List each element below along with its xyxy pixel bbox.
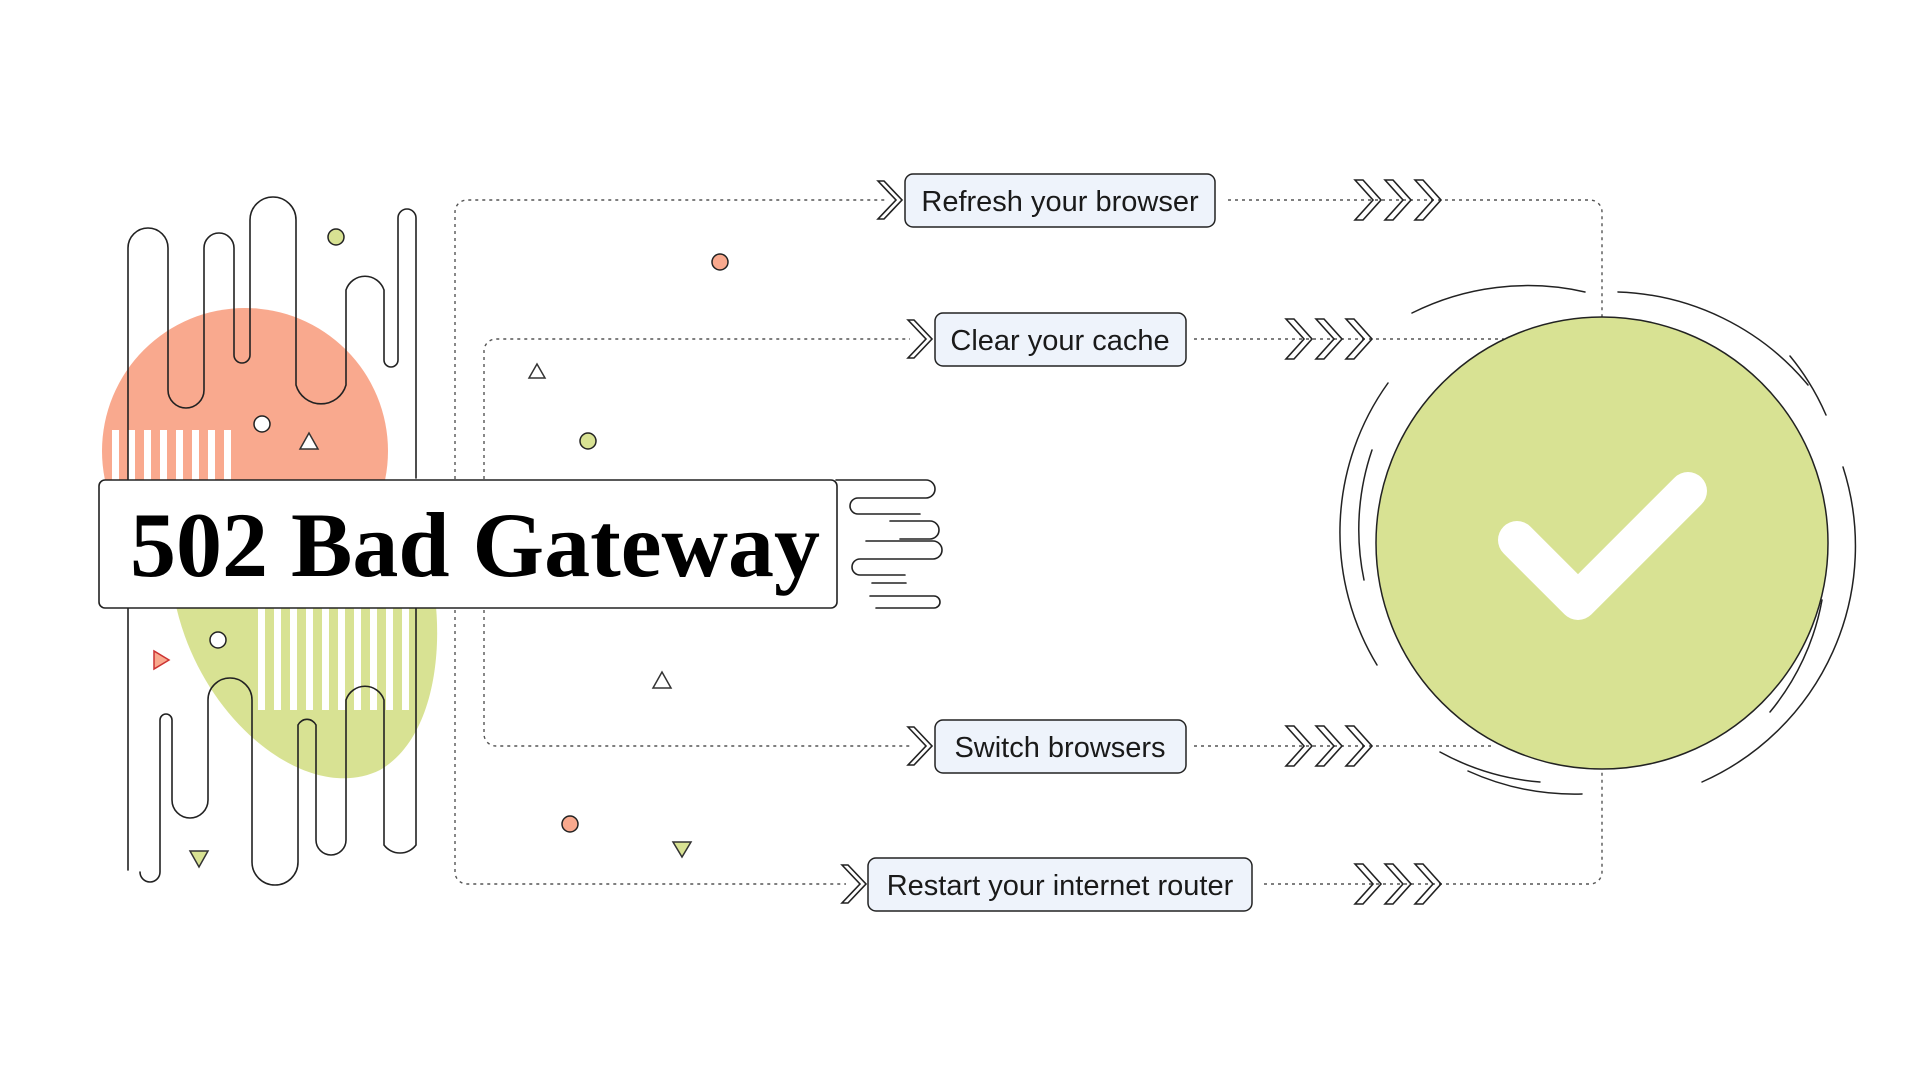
dot-white: [253, 415, 271, 433]
decorative-particles: [153, 228, 729, 869]
triangle-outline: [651, 670, 673, 689]
checkmark-icon: [1498, 472, 1707, 620]
flow-connectors: [454, 199, 1603, 885]
triple-chevron-icons: [1284, 179, 1443, 905]
step-refresh-browser: Refresh your browser: [904, 173, 1216, 228]
title-box: [98, 479, 838, 609]
chevron-right-icon: [1353, 863, 1443, 905]
dot-white: [209, 631, 227, 649]
step-restart-router: Restart your internet router: [867, 857, 1253, 912]
lime-blob-stripes: [258, 600, 409, 710]
step-label: Switch browsers: [954, 732, 1165, 764]
step-switch-browsers: Switch browsers: [934, 719, 1187, 774]
triangle-lime: [188, 850, 210, 869]
step-label: Clear your cache: [950, 325, 1169, 357]
speed-lines: [835, 479, 943, 609]
title-card: 502 Bad Gateway: [98, 479, 943, 609]
triangle-lime: [671, 841, 693, 859]
chevron-right-icon: [1284, 725, 1374, 767]
chevron-right-icon: [1353, 179, 1443, 221]
dot-coral: [561, 815, 579, 833]
coral-blob-stripes: [112, 430, 231, 490]
success-indicator: [1339, 284, 1857, 795]
dot-lime: [579, 432, 597, 450]
success-circle: [1375, 316, 1829, 770]
page-title: 502 Bad Gateway: [130, 494, 820, 596]
chevron-right-icon: [840, 180, 934, 904]
step-label: Restart your internet router: [887, 870, 1234, 902]
decorative-pipes: [127, 196, 417, 886]
dot-coral: [711, 253, 729, 271]
triangle-coral: [153, 649, 171, 671]
triangle-outline: [298, 431, 320, 450]
step-clear-cache: Clear your cache: [934, 312, 1187, 367]
orbit-arcs: [1339, 284, 1857, 795]
step-label: Refresh your browser: [921, 186, 1199, 218]
triangle-outline: [527, 362, 547, 379]
dot-lime: [327, 228, 345, 246]
chevron-right-icon: [1284, 318, 1374, 360]
